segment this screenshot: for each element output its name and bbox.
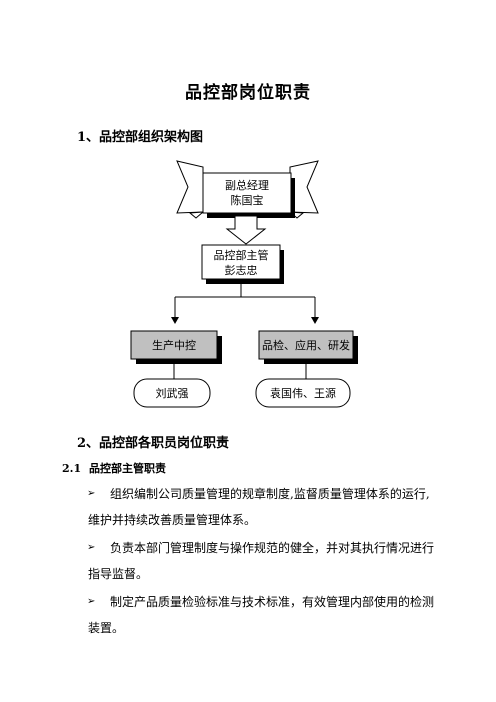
- arrow-bullet-icon: ➢: [87, 596, 96, 607]
- section-2-heading: 2、品控部各职员岗位职责: [77, 436, 230, 451]
- top-box-name: 陈国宝: [231, 193, 264, 207]
- subsection-heading: 2.1 品控部主管职责: [62, 460, 166, 476]
- manager-box: [201, 244, 281, 280]
- right-staff-label: 袁国伟、王源: [270, 386, 336, 400]
- right-staff-box: [255, 378, 351, 408]
- left-staff-label: 刘武强: [156, 387, 189, 400]
- manager-box-name: 彭志忠: [225, 263, 258, 277]
- bullet-3-line-1: 制定产品质量检验标准与技术标准，有效管理内部使用的检测: [110, 595, 435, 609]
- bullet-2-line-2: 指导监督。: [88, 567, 149, 581]
- subsection-title: 品控部主管职责: [88, 462, 166, 475]
- top-box: [202, 172, 292, 214]
- manager-box-title: 品控部主管: [214, 248, 269, 262]
- left-dept-box: [130, 330, 218, 360]
- subsection-number: 2.1: [62, 462, 82, 475]
- bullet-2-line-1: 负责本部门管理制度与操作规范的健全，并对其执行情况进行: [110, 541, 435, 555]
- bullet-3-line-2: 装置。: [88, 621, 125, 635]
- left-staff-box: [133, 378, 211, 408]
- left-dept-label: 生产中控: [152, 338, 196, 352]
- bullet-1-line-2: 维护并持续改善质量管理体系。: [88, 513, 257, 527]
- arrow-bullet-icon: ➢: [87, 542, 96, 553]
- hollow-down-arrow: [225, 215, 267, 245]
- bullet-1-line-1: 组织编制公司质量管理的规章制度,监督质量管理体系的运行,: [110, 487, 430, 501]
- right-dept-label: 品检、应用、研发: [262, 338, 350, 352]
- section-1-heading: 1、品控部组织架构图: [77, 130, 204, 145]
- arrow-bullet-icon: ➢: [87, 488, 96, 499]
- top-box-title: 副总经理: [225, 178, 269, 192]
- page-title: 品控部岗位职责: [185, 83, 311, 103]
